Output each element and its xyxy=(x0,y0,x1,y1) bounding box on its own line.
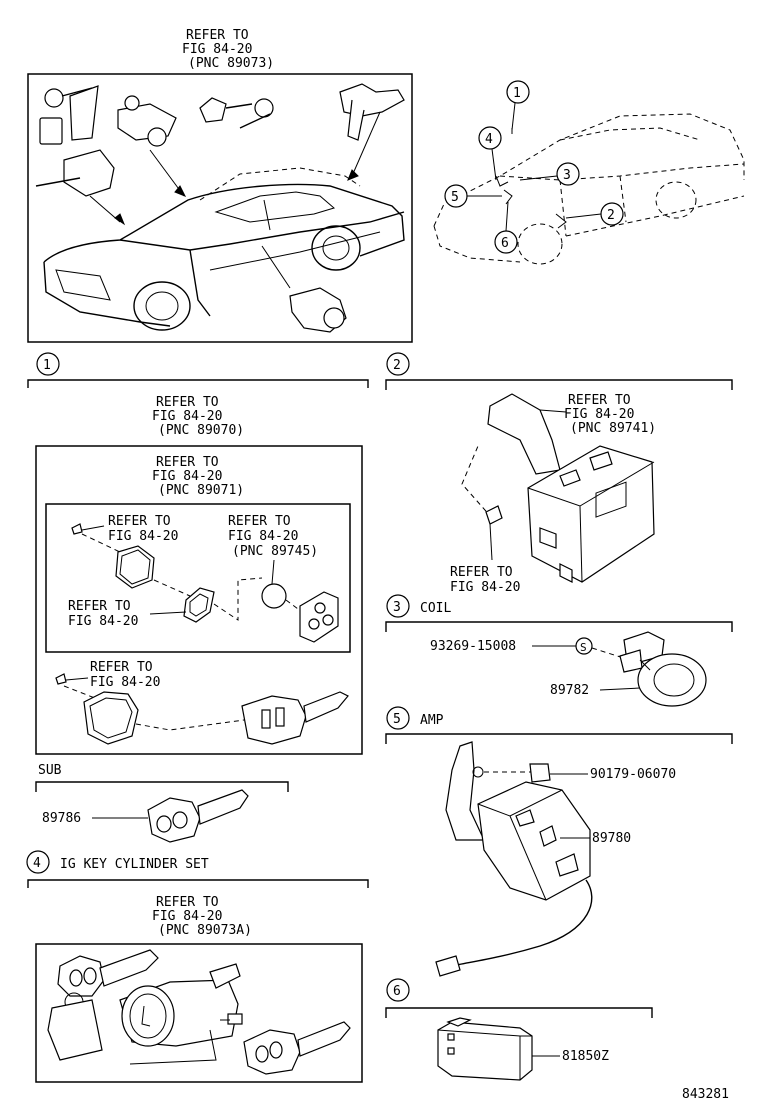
section-1-refer-outer-1: REFER TO xyxy=(156,395,219,410)
callout-4-label: 4 xyxy=(485,132,493,147)
callout-1-label: 1 xyxy=(513,86,521,101)
section-1-refer-lower-2: FIG 84-20 xyxy=(90,675,160,690)
section-3-part-b-number: 89782 xyxy=(550,683,589,698)
section-5-title: AMP xyxy=(420,713,444,728)
section-6-part-number: 81850Z xyxy=(562,1049,609,1064)
section-6-number-circle xyxy=(386,978,410,1002)
section-5: 5 AMP 90179-06070 89780 xyxy=(385,706,733,977)
section-4-number: 4 xyxy=(33,856,41,871)
section-5-part-b-number: 89780 xyxy=(592,831,631,846)
section-2-refer-bottom-1: REFER TO xyxy=(450,565,513,580)
callout-6-label: 6 xyxy=(501,236,509,251)
section-2: 2 REFER TO FIG 84-20 (PNC 89741) REFER T… xyxy=(385,352,733,595)
section-1-refer-screw-2: FIG 84-20 xyxy=(108,529,178,544)
section-1-refer-gasket-2: FIG 84-20 xyxy=(68,614,138,629)
overview-key-parts xyxy=(35,83,405,333)
section-1-refer-pnc-3: (PNC 89745) xyxy=(232,544,318,559)
section-3-number: 3 xyxy=(393,600,401,615)
section-2-ecu-illustration xyxy=(461,393,655,583)
section-3-bracket xyxy=(385,621,733,632)
overview-callouts: 1 4 3 5 2 6 xyxy=(444,80,624,254)
coil-illustration xyxy=(619,631,707,707)
section-3-part-a-symbol-circle xyxy=(575,637,593,655)
section-2-refer-top-3: (PNC 89741) xyxy=(570,421,656,436)
section-1-inner-parts xyxy=(71,523,339,643)
overview-refer-line-3: (PNC 89073) xyxy=(188,56,274,71)
section-1-number: 1 xyxy=(43,358,51,373)
section-1-sub-part-number: 89786 xyxy=(42,811,81,826)
section-2-refer-bottom-2: FIG 84-20 xyxy=(450,580,520,595)
section-6-bracket xyxy=(385,1007,653,1018)
section-3-part-a-symbol: S xyxy=(580,641,587,654)
section-1-refer-pnc-1: REFER TO xyxy=(228,514,291,529)
overview-refer-label: REFER TO FIG 84-20 (PNC 89073) xyxy=(182,28,274,71)
section-5-number-circle xyxy=(386,706,410,730)
section-4-bracket xyxy=(27,879,369,888)
section-5-number: 5 xyxy=(393,712,401,727)
section-1-refer-screw-1: REFER TO xyxy=(108,514,171,529)
section-2-number: 2 xyxy=(393,358,401,373)
section-3: 3 COIL 93269-15008 S 89782 xyxy=(385,594,733,707)
section-1-key-parts xyxy=(55,673,349,745)
section-1-refer-gasket-1: REFER TO xyxy=(68,599,131,614)
section-3-title: COIL xyxy=(420,601,451,616)
overview-frame xyxy=(27,73,413,343)
sub-key-illustration xyxy=(147,789,249,843)
section-1-outer-frame xyxy=(35,445,363,755)
overview-refer-line-1: REFER TO xyxy=(186,28,249,43)
callout-3-label: 3 xyxy=(563,168,571,183)
section-1-refer-middle-3: (PNC 89071) xyxy=(158,483,244,498)
section-2-refer-top-1: REFER TO xyxy=(568,393,631,408)
section-1-refer-pnc-2: FIG 84-20 xyxy=(228,529,298,544)
figure-number: 843281 xyxy=(682,1087,729,1102)
callout-1-circle xyxy=(506,80,530,104)
section-1-refer-middle-2: FIG 84-20 xyxy=(152,469,222,484)
callout-3-circle xyxy=(556,162,580,186)
ig-key-cylinder-illustration xyxy=(47,949,351,1075)
section-1-sub-bracket xyxy=(35,781,289,792)
overview-refer-line-2: FIG 84-20 xyxy=(182,42,252,57)
section-4-refer-1: REFER TO xyxy=(156,895,219,910)
section-3-number-circle xyxy=(386,594,410,618)
callout-2-label: 2 xyxy=(607,208,615,223)
section-1-refer-lower-1: REFER TO xyxy=(90,660,153,675)
section-1-refer-middle-1: REFER TO xyxy=(156,455,219,470)
section-1-number-circle xyxy=(36,352,60,376)
section-6-number: 6 xyxy=(393,984,401,999)
section-5-bracket xyxy=(385,733,733,744)
car-illustration-left xyxy=(43,167,405,331)
section-6: 6 81850Z xyxy=(385,978,653,1081)
amp-illustration xyxy=(435,741,593,977)
section-4-frame xyxy=(35,943,363,1083)
section-1-refer-outer-2: FIG 84-20 xyxy=(152,409,222,424)
section-1-refer-outer-3: (PNC 89070) xyxy=(158,423,244,438)
section-4-title: IG KEY CYLINDER SET xyxy=(60,857,209,872)
callout-4-circle xyxy=(478,126,502,150)
section-1: 1 REFER TO FIG 84-20 (PNC 89070) REFER T… xyxy=(27,352,369,843)
section-5-part-a-number: 90179-06070 xyxy=(590,767,676,782)
section-4-refer-3: (PNC 89073A) xyxy=(158,923,252,938)
section-2-bracket xyxy=(385,379,733,390)
section-1-inner-frame xyxy=(45,503,351,653)
callout-5-label: 5 xyxy=(451,190,459,205)
section-1-sub-label: SUB xyxy=(38,763,62,778)
section-1-bracket xyxy=(27,379,369,388)
section-4-number-circle xyxy=(26,850,50,874)
section-3-part-a-number: 93269-15008 xyxy=(430,639,516,654)
section-4: 4 IG KEY CYLINDER SET REFER TO FIG 84-20… xyxy=(26,850,369,1083)
relay-illustration xyxy=(437,1017,533,1081)
section-2-refer-top-2: FIG 84-20 xyxy=(564,407,634,422)
section-2-number-circle xyxy=(386,352,410,376)
section-4-refer-2: FIG 84-20 xyxy=(152,909,222,924)
